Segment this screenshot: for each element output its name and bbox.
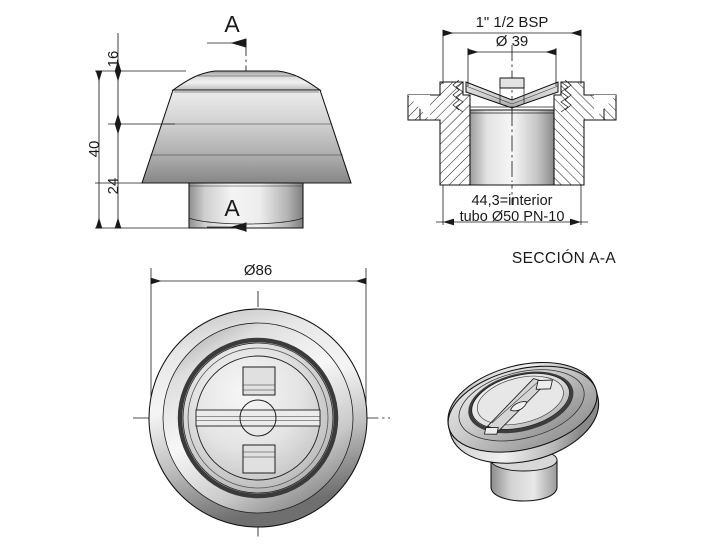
plan-view: Ø86 xyxy=(133,262,390,540)
cap-skirt-profile xyxy=(141,89,352,184)
section-aa-view: 1" 1/2 BSP Ø 39 44,3=interior tubo Ø50 P… xyxy=(407,14,617,267)
dimension-40: 40 xyxy=(86,70,103,229)
section-marker-top: A xyxy=(207,11,247,48)
iso-flange-group xyxy=(447,362,600,464)
dimension-24: 24 xyxy=(105,70,122,229)
section-inner-cone xyxy=(465,81,559,109)
plan-tab-upper xyxy=(242,366,276,396)
front-elevation-view: 16 40 24 A A xyxy=(86,11,352,232)
dimension-bore-label: Ø 39 xyxy=(496,33,529,50)
section-marker-bottom-label: A xyxy=(224,195,240,221)
section-thread-left xyxy=(452,79,464,113)
section-left-cone-clear xyxy=(408,95,430,120)
dimension-bsp: 1" 1/2 BSP xyxy=(442,14,582,84)
section-right-cone-clear xyxy=(594,95,616,120)
spigot-profile xyxy=(188,182,304,229)
section-thread-right xyxy=(560,79,572,113)
dimension-bore: Ø 39 xyxy=(467,33,557,86)
dimension-outer-diameter-label: Ø86 xyxy=(244,262,272,279)
iso-tab-2 xyxy=(483,427,499,435)
section-marker-top-label: A xyxy=(224,11,240,37)
section-cone-relief xyxy=(465,85,559,105)
dimension-16: 16 xyxy=(105,33,122,72)
plan-tab-lower xyxy=(242,444,276,474)
tube-note-line-2: tubo Ø50 PN-10 xyxy=(460,209,565,225)
section-marker-bottom: A xyxy=(207,195,247,232)
dimension-bsp-label: 1" 1/2 BSP xyxy=(476,14,549,31)
plan-seating-groove xyxy=(177,337,339,499)
dimension-16-label: 16 xyxy=(105,51,122,68)
dimension-40-label: 40 xyxy=(86,141,103,158)
section-aa-caption: SECCIÓN A-A xyxy=(512,250,617,267)
iso-spigot xyxy=(490,459,558,502)
dimension-tube-note: 44,3=interior tubo Ø50 PN-10 xyxy=(436,185,588,226)
section-center-boss xyxy=(499,77,525,89)
dimension-outer-diameter: Ø86 xyxy=(150,262,367,420)
plan-slot xyxy=(195,409,321,427)
plan-center-boss xyxy=(239,399,277,437)
plan-dish-inner-edge xyxy=(187,347,329,489)
tube-note-line-1: 44,3=interior xyxy=(471,193,552,209)
dimension-24-label: 24 xyxy=(105,178,122,195)
iso-tab-1 xyxy=(535,379,553,390)
isometric-view xyxy=(447,362,600,502)
iso-center-boss xyxy=(509,401,528,412)
